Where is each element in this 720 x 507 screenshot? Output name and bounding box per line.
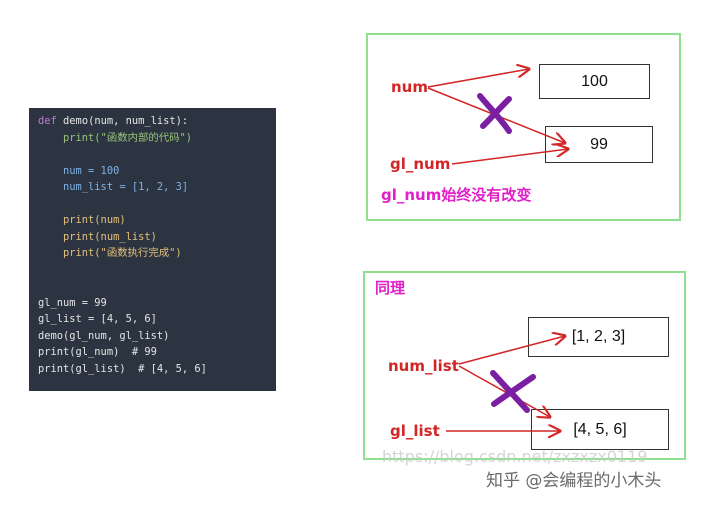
value-box-new-list: [1, 2, 3] bbox=[528, 317, 669, 357]
code-line-14: demo(gl_num, gl_list) bbox=[38, 329, 170, 342]
value-text-new-list: [1, 2, 3] bbox=[571, 328, 626, 345]
value-text-old-list: [4, 5, 6] bbox=[573, 420, 627, 438]
note-gl-num-unchanged: gl_num始终没有改变 bbox=[381, 186, 532, 204]
code-line-4: num = 100 bbox=[38, 164, 120, 177]
arrow-numlist-to-new-list bbox=[458, 336, 565, 365]
code-line-8: print(num_list) bbox=[38, 230, 157, 243]
label-num: num bbox=[391, 78, 428, 96]
code-line-2: print("函数内部的代码") bbox=[38, 131, 193, 144]
code-line-16: print(gl_list) # [4, 5, 6] bbox=[38, 362, 207, 375]
code-block: def demo(num, num_list): print("函数内部的代码"… bbox=[38, 115, 207, 375]
value-text-99: 99 bbox=[590, 135, 608, 153]
code-line-15: print(gl_num) # 99 bbox=[38, 346, 157, 358]
code-line-7: print(num) bbox=[38, 214, 126, 226]
value-box-100: 100 bbox=[539, 64, 650, 99]
label-num-list: num_list bbox=[388, 357, 459, 375]
note-likewise: 同理 bbox=[375, 279, 406, 297]
cross-mark-bottom bbox=[490, 370, 536, 413]
watermark-url: https://blog.csdn.net/zxzxzx0119 bbox=[382, 447, 648, 466]
value-text-100: 100 bbox=[581, 72, 608, 90]
code-panel: def demo(num, num_list): print("函数内部的代码"… bbox=[29, 108, 276, 391]
arrow-numlist-to-old-list bbox=[458, 365, 550, 417]
arrow-num-to-100 bbox=[427, 69, 529, 88]
code-line-13: gl_list = [4, 5, 6] bbox=[38, 313, 157, 325]
code-line-1: demo(num, num_list): bbox=[63, 115, 189, 127]
label-gl-num: gl_num bbox=[390, 155, 451, 173]
diagram-frame-top bbox=[366, 33, 681, 221]
cross-mark-top bbox=[477, 93, 512, 134]
code-line-9: print("函数执行完成") bbox=[38, 247, 182, 259]
label-gl-list: gl_list bbox=[390, 422, 440, 440]
code-line-5: num_list = [1, 2, 3] bbox=[38, 181, 189, 193]
diagram-frame-bottom bbox=[363, 271, 686, 460]
arrow-glnum-to-99 bbox=[451, 149, 568, 165]
watermark-zhihu: 知乎 @会编程的小木头 bbox=[486, 471, 662, 491]
code-line-12: gl_num = 99 bbox=[38, 296, 107, 309]
